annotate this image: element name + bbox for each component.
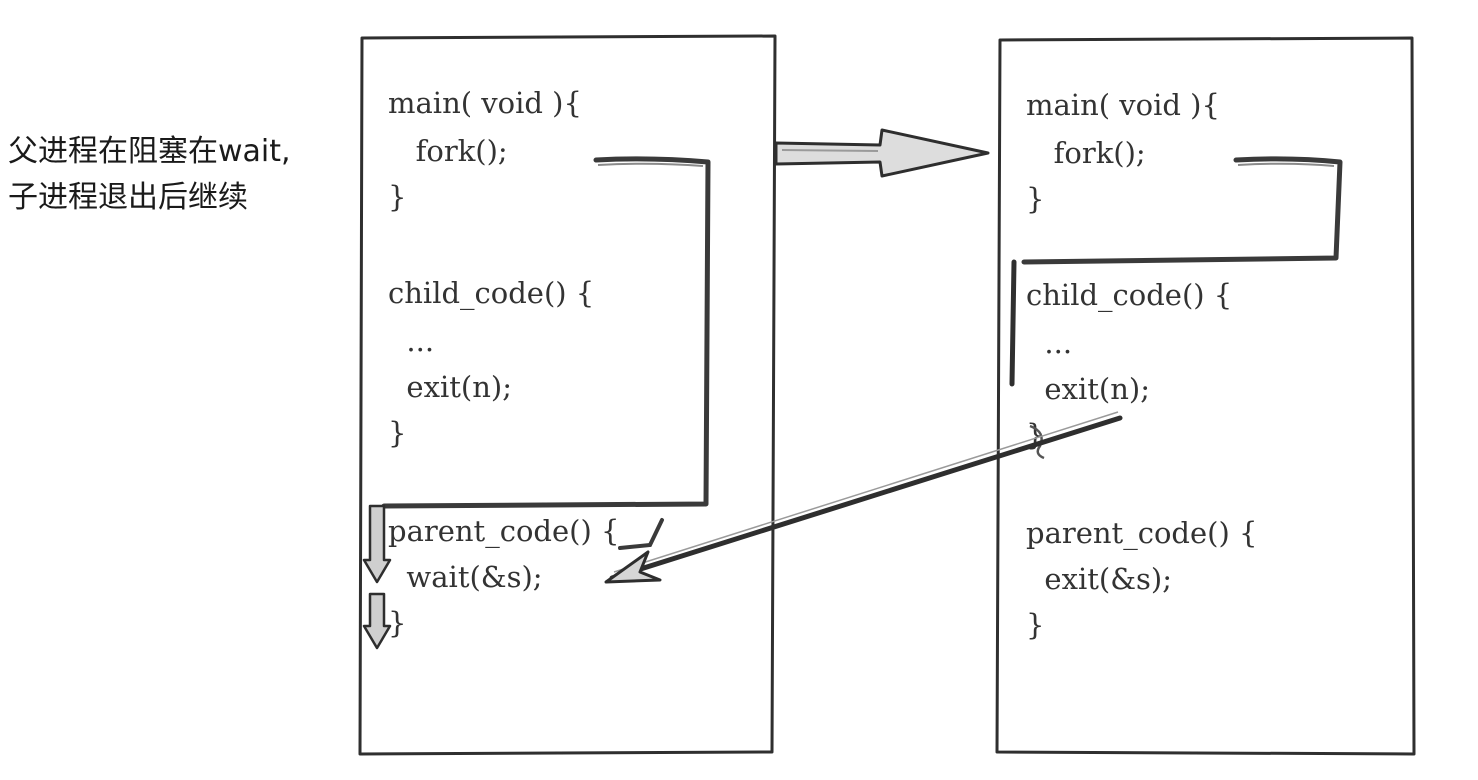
left-code-parent: parent_code() {: [388, 514, 620, 548]
left-code-child: child_code() {: [388, 276, 595, 310]
right-child-marker: [1009, 259, 1017, 387]
left-code-main-close: }: [388, 180, 407, 214]
down-arrow-icon: [362, 504, 392, 584]
left-code-wait: wait(&s);: [388, 560, 543, 594]
left-code-ellipsis: ...: [388, 324, 435, 358]
right-code-parent: parent_code() {: [1026, 516, 1258, 550]
left-parent-hook: [618, 518, 664, 550]
right-main-bracket: [1021, 156, 1343, 265]
right-brace-scribble: [1029, 424, 1045, 460]
left-code-main: main( void ){: [388, 86, 582, 120]
left-code-exit: exit(n);: [388, 370, 512, 404]
right-code-main: main( void ){: [1026, 88, 1220, 122]
right-block-arrow-icon: [774, 128, 990, 178]
left-code-fork: fork();: [388, 134, 508, 168]
right-code-child: child_code() {: [1026, 278, 1233, 312]
down-arrow-icon-2: [362, 592, 392, 650]
right-code-ellipsis: ...: [1026, 326, 1073, 360]
left-code-parent-close: }: [388, 606, 407, 640]
right-code-main-close: }: [1026, 182, 1045, 216]
left-code-child-close: }: [388, 416, 407, 450]
right-code-parent-close: }: [1026, 608, 1045, 642]
note-line-2: 子进程退出后继续: [8, 180, 248, 215]
right-code-exit-s: exit(&s);: [1026, 562, 1172, 596]
right-code-exit: exit(n);: [1026, 372, 1150, 406]
note-line-1: 父进程在阻塞在wait,: [8, 134, 291, 169]
left-child-bracket: [381, 156, 711, 509]
return-arrow-icon: [604, 411, 1123, 584]
right-code-fork: fork();: [1026, 136, 1146, 170]
left-panel-frame: [358, 34, 777, 756]
right-panel-frame: [995, 36, 1416, 756]
